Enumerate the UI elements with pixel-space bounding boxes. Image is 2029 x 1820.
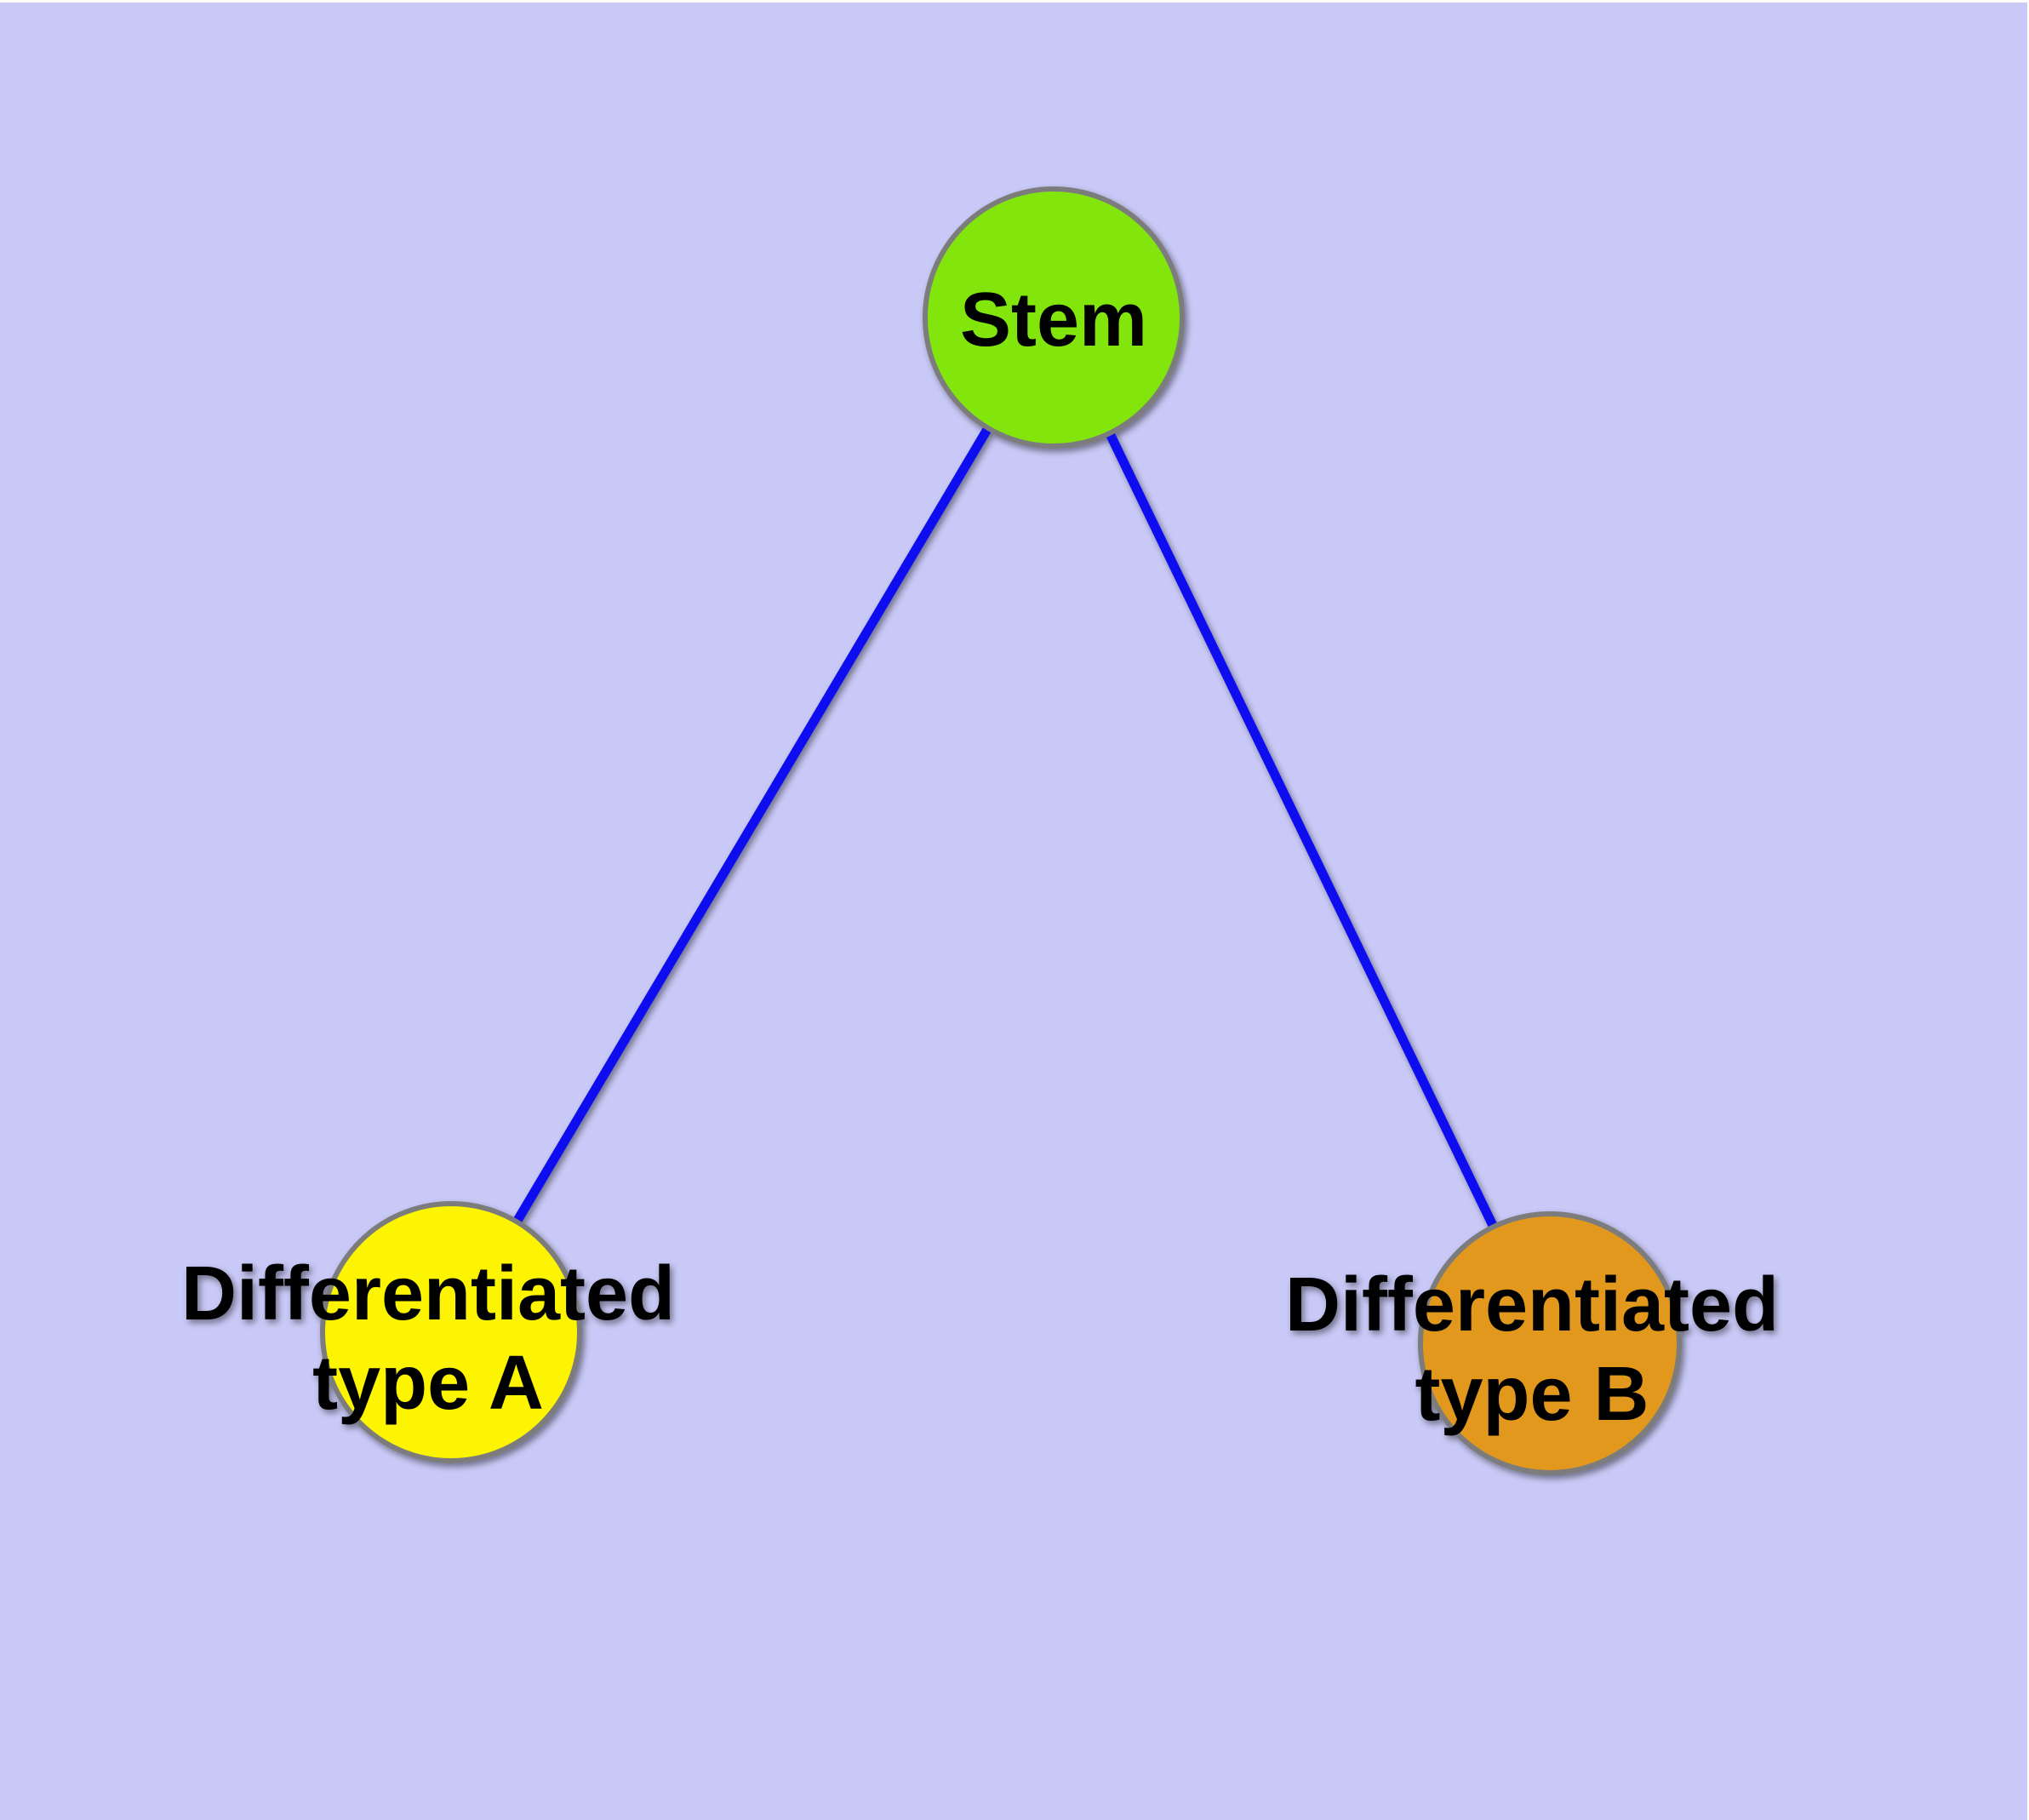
node-type-a-label-line2: type A (312, 1341, 544, 1426)
edge-stem-to-type-a (447, 315, 1058, 1335)
node-type-b-label-line2: type B (1415, 1352, 1649, 1437)
node-type-b-label-line1: Differentiated (1285, 1262, 1779, 1348)
node-stem (923, 186, 1185, 449)
edge-stem-to-type-b (1049, 315, 1554, 1346)
node-type-a (320, 1201, 582, 1463)
node-type-a-label-line1: Differentiated (181, 1251, 675, 1336)
node-stem-label: Stem (960, 278, 1147, 363)
node-type-b (1418, 1211, 1682, 1475)
